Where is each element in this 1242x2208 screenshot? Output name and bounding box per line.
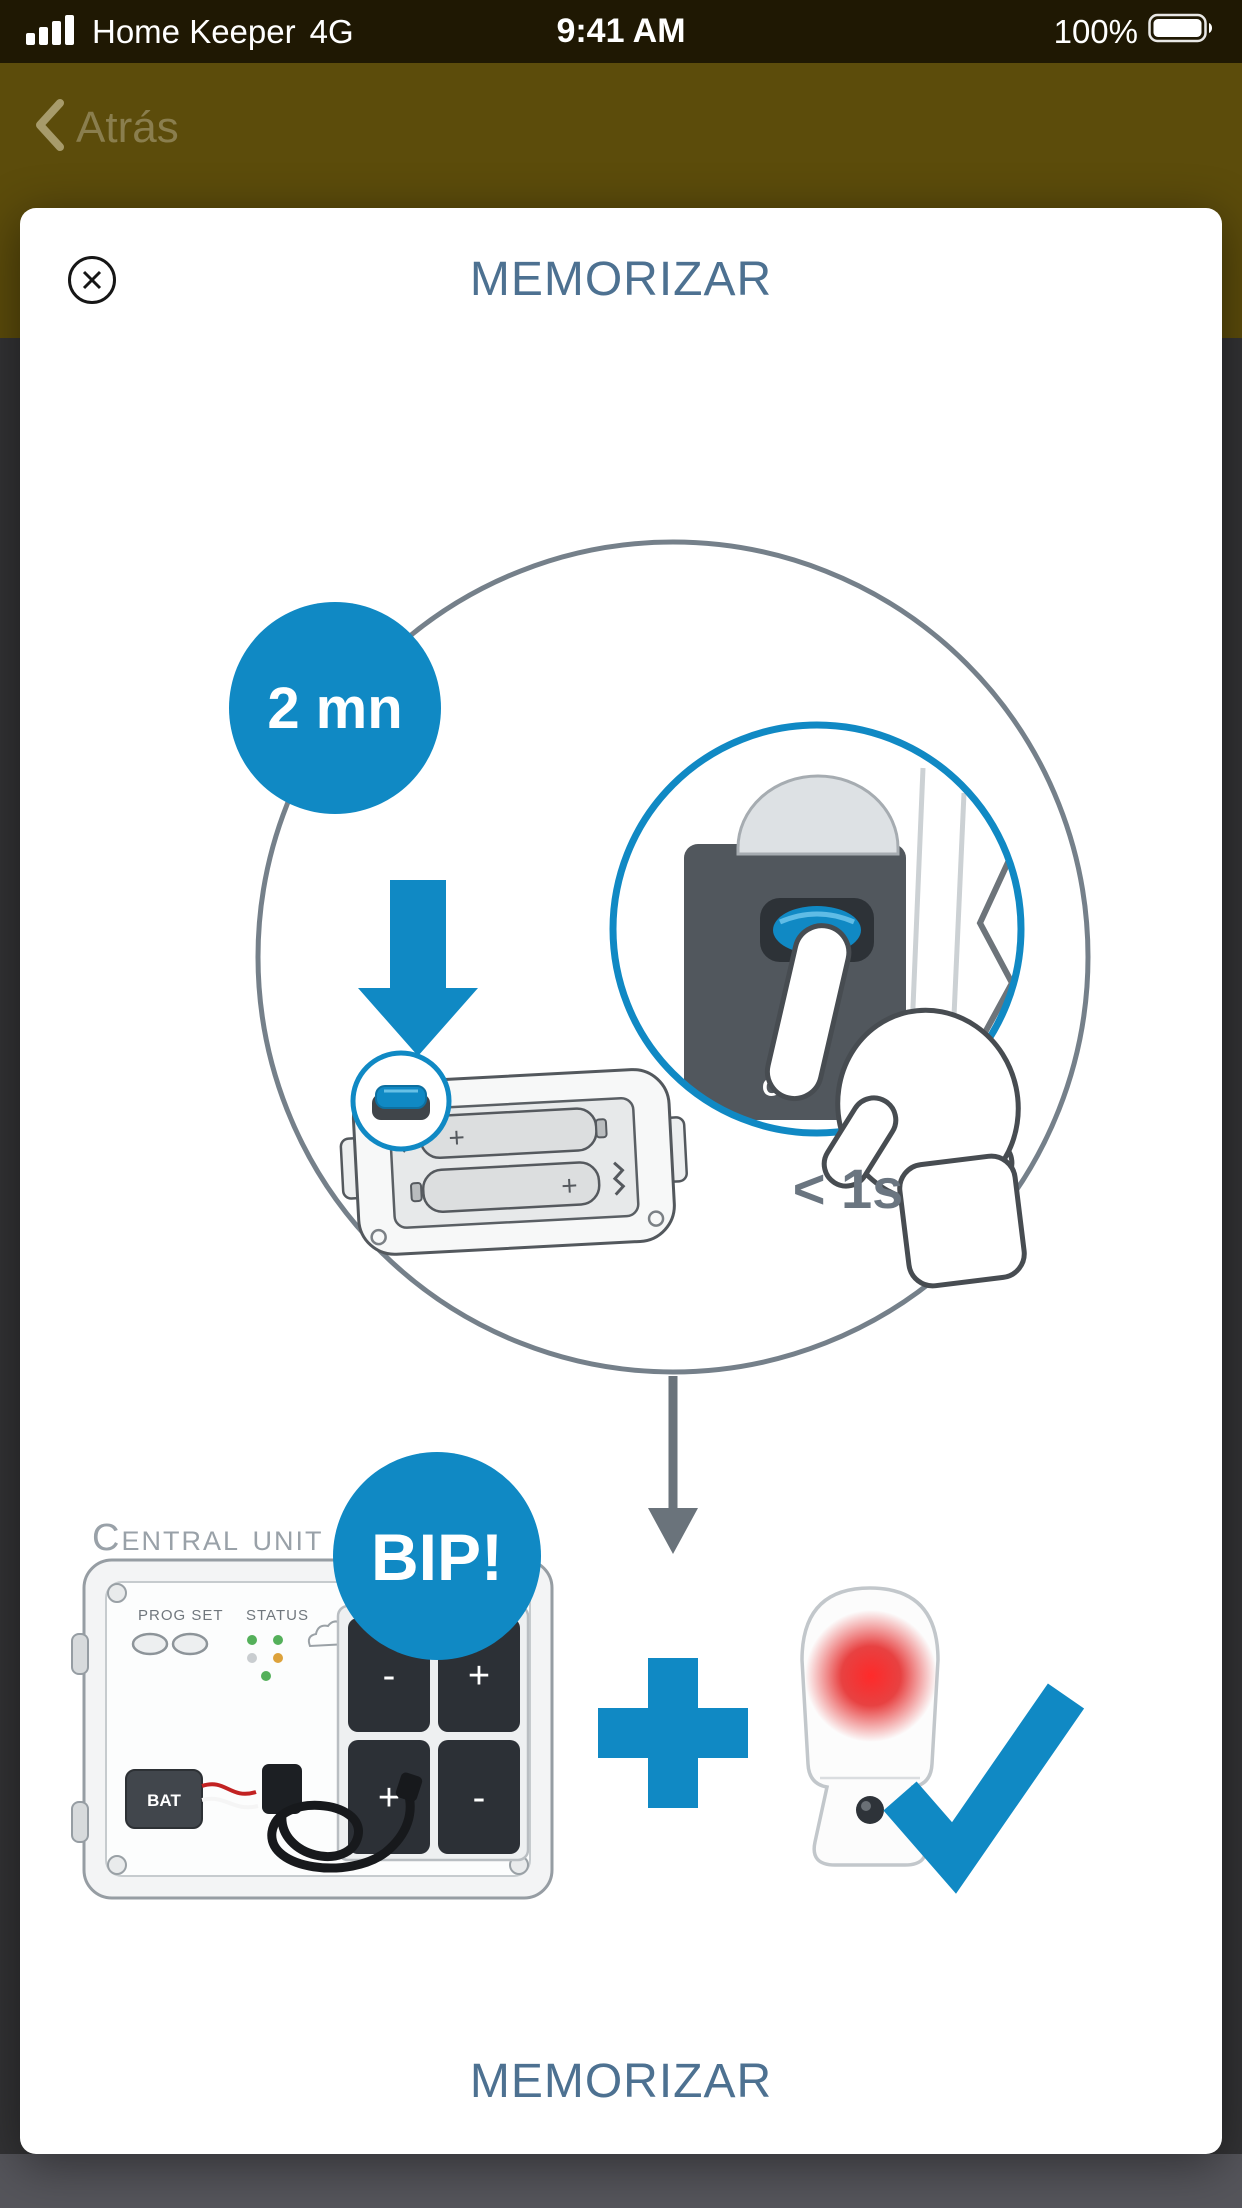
sensor-button-highlight (350, 1050, 452, 1152)
timer-badge-label: 2 mn (267, 676, 402, 741)
prog-set-label: PROG SET (138, 1607, 224, 1624)
down-arrow-icon (358, 880, 478, 1056)
power-button-label: ON (762, 1074, 800, 1102)
close-icon (66, 256, 118, 309)
checkmark-icon (883, 1683, 1085, 1894)
status-bar: Home Keeper 4G 9:41 AM 100% (0, 0, 1242, 63)
flow-arrow-icon (648, 1376, 698, 1554)
sensor-back-illustration: + + (339, 1068, 688, 1256)
plus-icon (598, 1658, 748, 1808)
network-type-label: 4G (309, 12, 354, 50)
press-duration-label: < 1s (793, 1157, 904, 1220)
central-unit-illustration: PROG SET STATUS - + + - BA (71, 1558, 554, 1900)
status-bar-right: 100% (1054, 12, 1216, 52)
carrier-label: Home Keeper (92, 12, 296, 50)
bottom-background-strip (0, 2154, 1242, 2208)
modal-title: MEMORIZAR (469, 253, 773, 306)
modal-caption: MEMORIZAR (469, 2055, 773, 2108)
chevron-left-icon (34, 98, 64, 157)
battery-polarity: - (473, 1777, 486, 1819)
battery-polarity: - (383, 1655, 396, 1697)
timer-badge: 2 mn (229, 602, 441, 814)
back-label: Atrás (76, 102, 179, 152)
status-label: STATUS (246, 1607, 309, 1624)
pressing-hand-illustration (764, 923, 1027, 1289)
close-button[interactable] (66, 254, 118, 306)
motion-detector-illustration (800, 1586, 940, 1867)
instruction-diagram: 2 mn + + (71, 539, 1091, 1900)
battery-polarity: + (468, 1655, 490, 1697)
battery-polarity: + (378, 1777, 400, 1819)
memorizar-modal: MEMORIZAR 2 mn (20, 208, 1222, 2154)
button-closeup: ON (609, 721, 1025, 1137)
battery-icon (1148, 12, 1216, 52)
clock-label: 9:41 AM (556, 12, 686, 50)
battery-percent-label: 100% (1053, 12, 1138, 50)
beep-badge-label: BIP! (371, 1520, 503, 1594)
status-bar-left: Home Keeper 4G (26, 11, 354, 53)
central-unit-label: Central unit (92, 1517, 324, 1559)
battery-plus-mark: + (448, 1122, 466, 1154)
bat-label: BAT (147, 1791, 181, 1810)
alarm-led-glow (805, 1610, 937, 1742)
beep-badge: BIP! (333, 1452, 541, 1660)
cycle-circle (255, 539, 1091, 1375)
battery-plus-mark: + (560, 1170, 578, 1202)
back-button[interactable]: Atrás (34, 98, 179, 157)
cellular-signal-icon (26, 11, 78, 53)
